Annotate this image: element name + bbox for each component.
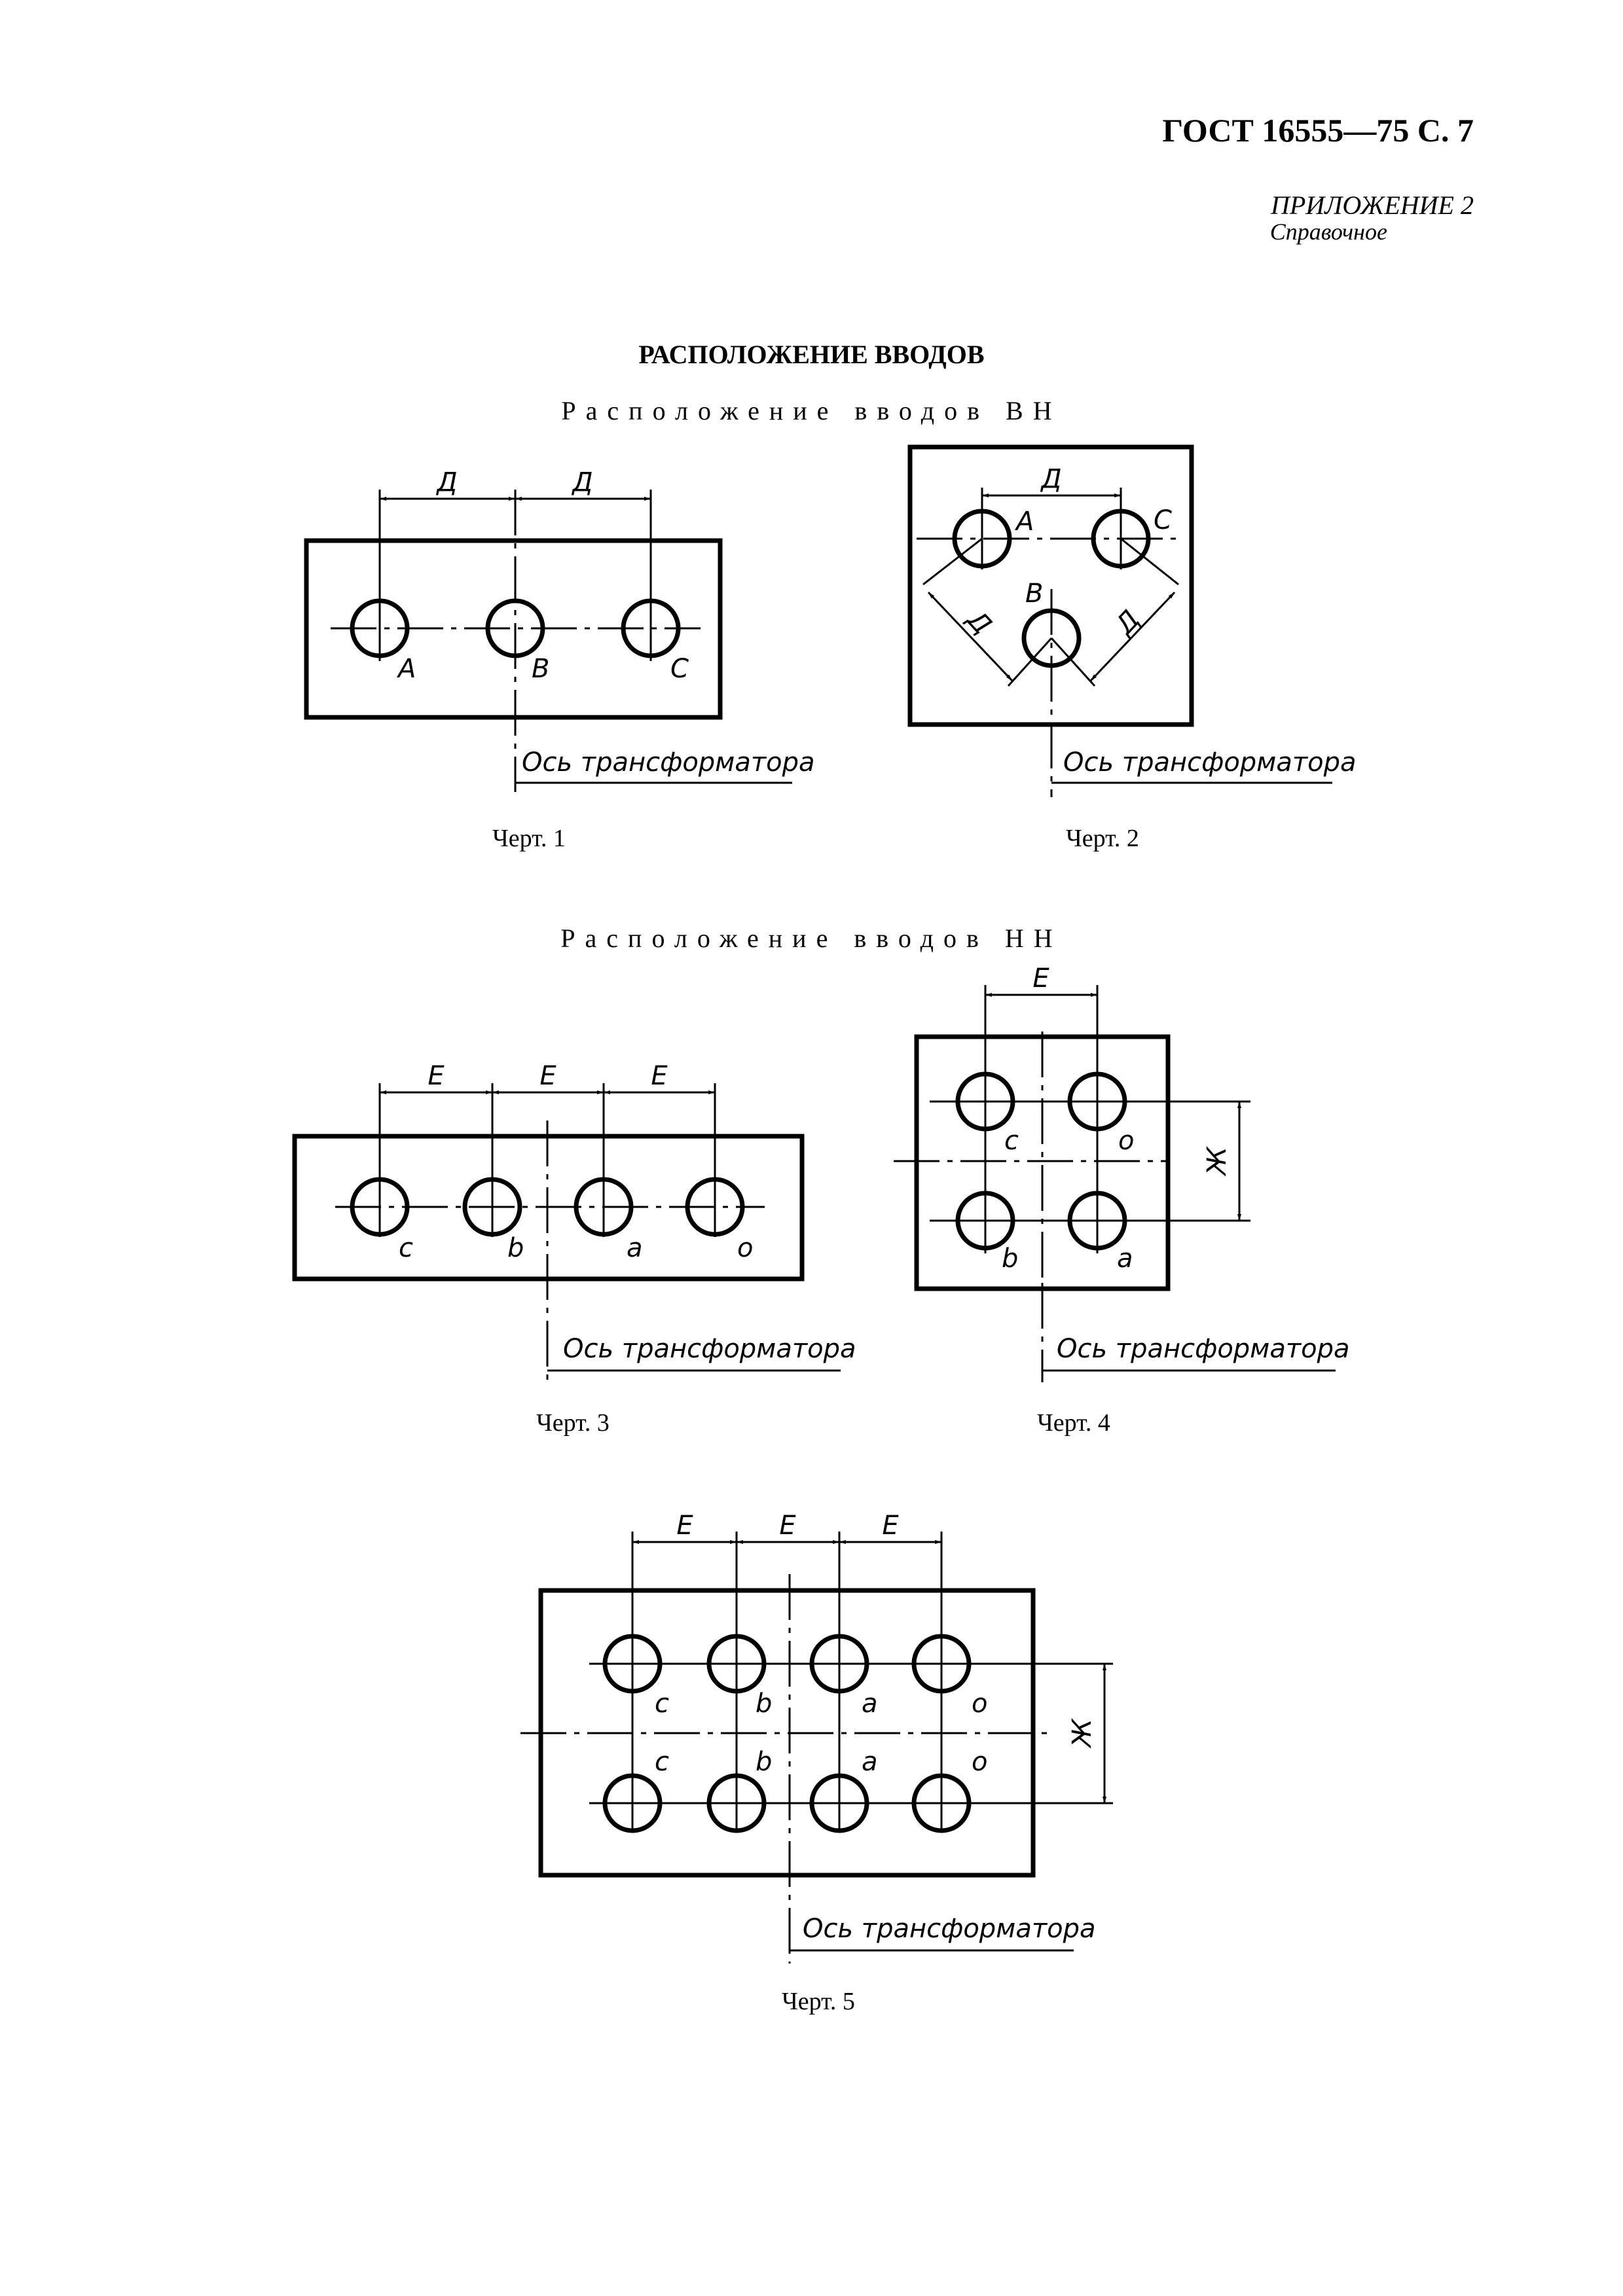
drawing-4: Е Ж c o b a Ось трансформатора Черт. 4 xyxy=(894,963,1350,1437)
terminal-label: c xyxy=(1004,1126,1019,1156)
dim-label-e: Е xyxy=(676,1511,693,1541)
dim-label-e: Е xyxy=(428,1061,445,1091)
axis-label: Ось трансформатора xyxy=(1063,747,1357,778)
dim-label-e: Е xyxy=(779,1511,796,1541)
terminal-label: o xyxy=(737,1233,753,1263)
axis-label: Ось трансформатора xyxy=(522,747,815,778)
dim-label-zh: Ж xyxy=(1202,1146,1232,1177)
drawing-3: Е Е Е c b a o Ось трансформатора Черт. 3 xyxy=(292,1061,856,1437)
terminal-label: b xyxy=(756,1747,772,1777)
drawing-caption: Черт. 3 xyxy=(536,1409,610,1437)
section-title: РАСПОЛОЖЕНИЕ ВВОДОВ xyxy=(638,340,985,369)
terminal-label: C xyxy=(670,654,689,684)
terminal-label: A xyxy=(1014,507,1034,537)
dim-label-zh: Ж xyxy=(1067,1718,1097,1749)
extension-line xyxy=(922,537,983,586)
drawing-caption: Черт. 2 xyxy=(1066,825,1139,852)
terminal-label: c xyxy=(399,1233,413,1263)
terminal-label: o xyxy=(1118,1126,1134,1156)
terminal-label: C xyxy=(1154,505,1172,535)
dim-label-e: Е xyxy=(1032,963,1049,994)
gost-number: ГОСТ 16555—75 С. 7 xyxy=(1162,112,1474,149)
extension-line xyxy=(1007,637,1053,687)
dim-label-d: Д xyxy=(1040,464,1061,494)
dimension-line xyxy=(927,591,1013,682)
dim-label-d: Д xyxy=(960,604,997,641)
terminal-label: o xyxy=(972,1689,987,1719)
subheading-hv-terminals: Расположение вводов ВН xyxy=(561,396,1062,425)
terminal-label: o xyxy=(972,1747,987,1777)
dim-label-d: Д xyxy=(1109,605,1146,641)
drawing-5: Е Е Е Ж c b a o c b a o Ось трансформато… xyxy=(520,1511,1113,2015)
drawing-2: Д Д Д A B C Ось трансформатора Черт. 2 xyxy=(907,444,1357,852)
dim-label-e: Е xyxy=(651,1061,668,1091)
terminal-label: a xyxy=(627,1233,643,1263)
drawing-1: Д Д A B C Ось трансформатора Черт. 1 xyxy=(304,467,815,852)
terminal-label: B xyxy=(532,654,549,684)
terminal-label: c xyxy=(655,1747,669,1777)
axis-label: Ось трансформатора xyxy=(803,1914,1096,1944)
appendix-note: Справочное xyxy=(1269,219,1387,245)
terminal-label: a xyxy=(862,1689,878,1719)
drawing-caption: Черт. 4 xyxy=(1037,1409,1110,1437)
terminal-label: B xyxy=(1025,579,1043,609)
dimension-line xyxy=(1089,591,1176,682)
terminal-label: b xyxy=(756,1689,772,1719)
drawing-caption: Черт. 1 xyxy=(492,825,566,852)
terminal-label: a xyxy=(862,1747,878,1777)
drawing-caption: Черт. 5 xyxy=(782,1988,855,2015)
terminal-label: b xyxy=(1002,1244,1018,1274)
axis-label: Ось трансформатора xyxy=(1057,1334,1350,1364)
dim-label-e: Е xyxy=(539,1061,556,1091)
axis-label: Ось трансформатора xyxy=(563,1334,856,1364)
terminal-label: A xyxy=(396,654,416,684)
terminal-label: b xyxy=(507,1233,524,1263)
terminal-label: c xyxy=(655,1689,669,1719)
dim-label-d: Д xyxy=(435,467,457,497)
tank-outline xyxy=(304,538,723,720)
dim-label-d: Д xyxy=(571,467,593,497)
dim-label-e: Е xyxy=(882,1511,899,1541)
terminal-label: a xyxy=(1117,1244,1133,1274)
extension-line xyxy=(1120,537,1179,586)
extension-line xyxy=(1050,637,1096,687)
subheading-lv-terminals: Расположение вводов НН xyxy=(560,924,1063,953)
appendix-label: ПРИЛОЖЕНИЕ 2 xyxy=(1271,190,1474,220)
